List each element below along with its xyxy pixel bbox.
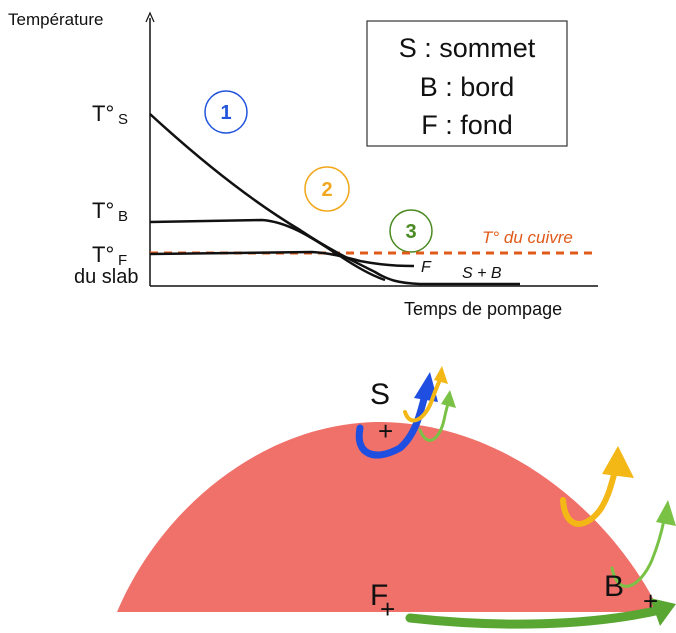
temperature-graph: Température Temps de pompage T° S T° B T… <box>8 10 598 319</box>
phase-3-label: 3 <box>405 221 416 243</box>
curve-label-f: F <box>421 259 432 276</box>
tick-tb-main: T° <box>92 198 114 223</box>
bord-arrow-yellow-head <box>602 446 634 478</box>
tick-tf-line2: du slab <box>74 266 139 288</box>
point-b-mark: + <box>643 586 658 616</box>
x-axis-label: Temps de pompage <box>404 299 562 319</box>
curve-bord <box>150 220 385 280</box>
phase-2-marker: 2 <box>305 167 349 211</box>
point-s-letter: S <box>370 378 390 411</box>
tick-ts-sub: S <box>118 111 128 128</box>
tick-tf-main: T° <box>92 242 114 267</box>
phase-1-label: 1 <box>220 102 231 124</box>
legend-sommet: S : sommet <box>399 33 536 63</box>
sommet-arrow-yellow-head <box>434 366 448 384</box>
tick-tb-sub: B <box>118 208 128 225</box>
legend-bord: B : bord <box>420 72 515 102</box>
tick-ts-main: T° <box>92 101 114 126</box>
phase-1-marker: 1 <box>205 91 247 133</box>
bord-arrow-green-head <box>656 500 676 526</box>
fond-arrow <box>410 610 660 624</box>
sommet-arrow-green-head <box>441 390 456 408</box>
point-s-mark: + <box>378 416 393 446</box>
tick-label-ts: T° S <box>92 101 128 128</box>
point-f-mark: + <box>380 594 395 624</box>
phase-3-marker: 3 <box>390 210 432 252</box>
tick-label-tb: T° B <box>92 198 128 225</box>
curve-label-sb: S + B <box>462 265 502 282</box>
point-b-letter: B <box>604 570 624 603</box>
phase-2-label: 2 <box>321 179 332 201</box>
copper-temperature-label: T° du cuivre <box>482 228 573 247</box>
legend-fond: F : fond <box>421 110 513 140</box>
legend-box: S : sommet B : bord F : fond <box>367 21 567 146</box>
slab-illustration: S + F + B + <box>117 366 676 626</box>
y-axis-label: Température <box>8 10 103 29</box>
tick-label-tf: T° F du slab <box>74 242 139 288</box>
